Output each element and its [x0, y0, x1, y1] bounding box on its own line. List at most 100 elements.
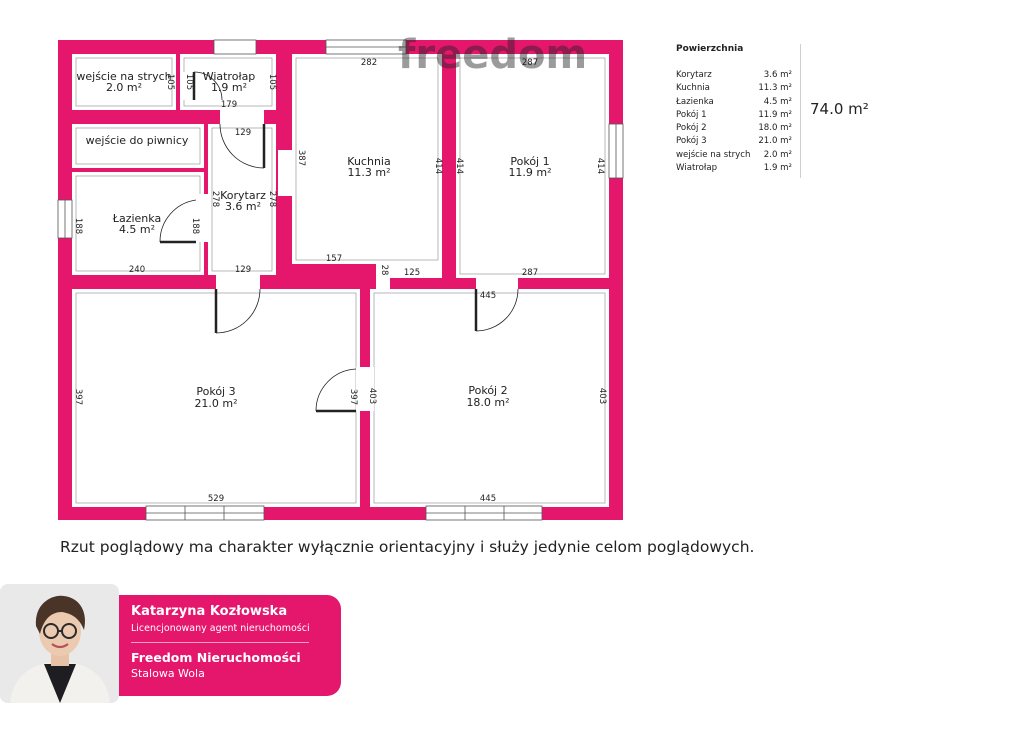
- dim-label: 125: [404, 268, 420, 278]
- watermark: freedom: [398, 32, 587, 78]
- room-name-korytarz: Korytarz: [220, 189, 266, 202]
- dim-label: 129: [235, 128, 251, 138]
- dim-label: 414: [454, 158, 464, 174]
- legend-value: 21.0 m²: [758, 136, 792, 147]
- agent-city: Stalowa Wola: [131, 667, 205, 680]
- legend-label: Pokój 3: [676, 136, 707, 147]
- legend-value: 2.0 m²: [763, 149, 792, 160]
- room-area-korytarz: 3.6 m²: [225, 200, 261, 213]
- room-area-wiatrolap: 1.9 m²: [211, 81, 247, 94]
- dim-label: 414: [433, 158, 443, 174]
- legend-label: Kuchnia: [676, 83, 710, 94]
- room-area-lazienka: 4.5 m²: [119, 223, 155, 236]
- window: [213, 39, 257, 55]
- room-area-strych: 2.0 m²: [106, 81, 142, 94]
- legend-row: Łazienka 4.5 m²: [676, 97, 792, 110]
- doors: [159, 71, 519, 413]
- dim-label: 445: [480, 291, 496, 301]
- room-name-pokoj2: Pokój 2: [468, 384, 507, 397]
- legend-value: 11.9 m²: [758, 109, 792, 120]
- legend-value: 1.9 m²: [763, 163, 792, 174]
- legend-label: wejście na strych: [676, 149, 751, 160]
- room-name-pokoj1: Pokój 1: [510, 155, 549, 168]
- room-name-strych: wejście na strych: [76, 70, 171, 83]
- dim-label: 287: [522, 268, 538, 278]
- legend-value: 11.3 m²: [758, 83, 792, 94]
- floor-piwnica: [72, 124, 204, 168]
- door-wiatrolap: [192, 71, 223, 101]
- legend-value: 4.5 m²: [763, 96, 792, 107]
- legend-label: Łazienka: [676, 96, 714, 107]
- room-name-pokoj3: Pokój 3: [196, 385, 235, 398]
- room-area-pokoj3: 21.0 m²: [194, 397, 237, 410]
- dim-label: 397: [73, 389, 83, 405]
- floor-plan: freedom wejście na strych 2.0 m² Wiatroł…: [57, 32, 624, 521]
- dim-label: 240: [129, 265, 145, 275]
- legend-row: Pokój 1 11.9 m²: [676, 110, 792, 123]
- dim-label: 387: [296, 150, 306, 166]
- dim-label: 105: [267, 74, 277, 90]
- dim-label: 188: [190, 218, 200, 234]
- agent-divider: [131, 642, 309, 643]
- legend-label: Pokój 2: [676, 123, 707, 134]
- legend-row: Wiatrołap 1.9 m²: [676, 163, 792, 176]
- agent-company: Freedom Nieruchomości: [131, 650, 301, 665]
- dim-label: 105: [184, 74, 194, 90]
- door-pokoj3: [214, 288, 261, 334]
- door-korytarz-top: [219, 123, 266, 169]
- dim-label: 278: [210, 191, 220, 207]
- room-name-lazienka: Łazienka: [112, 212, 161, 225]
- room-name-wiatrolap: Wiatrołap: [203, 70, 256, 83]
- dim-label: 414: [595, 158, 605, 174]
- area-legend: Powierzchnia Korytarz 3.6 m² Kuchnia 11.3 …: [676, 44, 876, 178]
- agent-portrait-icon: [0, 584, 119, 703]
- agent-role: Licencjonowany agent nieruchomości: [131, 623, 310, 634]
- door-pokoj2: [474, 288, 519, 332]
- legend-row: Korytarz 3.6 m²: [676, 70, 792, 83]
- agent-photo: [0, 584, 119, 703]
- dim-label: 105: [165, 74, 175, 90]
- dim-label: 287: [522, 58, 538, 68]
- legend-title: Powierzchnia: [676, 44, 744, 54]
- legend-label: Pokój 1: [676, 109, 707, 120]
- legend-value: 18.0 m²: [758, 123, 792, 134]
- legend-label: Korytarz: [676, 70, 712, 80]
- dim-label: 403: [597, 388, 607, 404]
- legend-row: wejście na strych 2.0 m²: [676, 150, 792, 163]
- legend-label: Wiatrołap: [676, 163, 718, 174]
- floor-hall-gap: [278, 150, 292, 196]
- floor-lazienka: [72, 172, 204, 275]
- door-lazienka: [159, 199, 197, 244]
- room-name-piwnica: wejście do piwnicy: [86, 134, 189, 147]
- agent-card: Katarzyna Kozłowska Licencjonowany agent…: [119, 595, 341, 696]
- total-area: 74.0 m²: [810, 100, 869, 118]
- legend-row: Pokój 2 18.0 m²: [676, 123, 792, 136]
- windows: [57, 39, 624, 521]
- legend-row: Kuchnia 11.3 m²: [676, 83, 792, 96]
- dim-label: 403: [367, 388, 377, 404]
- dim-label: 397: [348, 389, 358, 405]
- room-area-pokoj2: 18.0 m²: [466, 396, 509, 409]
- floor-kuchnia-low: [376, 264, 442, 278]
- dim-label: 179: [221, 100, 237, 110]
- room-area-pokoj1: 11.9 m²: [508, 166, 551, 179]
- door-pokoj3-side: [315, 368, 357, 413]
- dim-label: 278: [267, 191, 277, 207]
- dim-label: 282: [361, 58, 377, 68]
- dim-label: 188: [73, 218, 83, 234]
- room-area-kuchnia: 11.3 m²: [347, 166, 390, 179]
- floor-pokoj1: [456, 54, 609, 278]
- dim-label: 157: [326, 254, 342, 264]
- door-openings: [180, 72, 518, 411]
- dim-label: 28: [379, 265, 389, 276]
- dim-label: 529: [208, 494, 224, 504]
- disclaimer-text: Rzut poglądowy ma charakter wyłącznie or…: [60, 538, 755, 556]
- room-name-kuchnia: Kuchnia: [347, 155, 390, 168]
- floor-strych: [72, 54, 176, 110]
- legend-row: Pokój 3 21.0 m²: [676, 136, 792, 149]
- dim-label: 445: [480, 494, 496, 504]
- legend-divider: [800, 44, 801, 178]
- floor-wiatrolap: [180, 54, 276, 110]
- floor-kuchnia: [292, 54, 442, 264]
- legend-value: 3.6 m²: [763, 70, 792, 80]
